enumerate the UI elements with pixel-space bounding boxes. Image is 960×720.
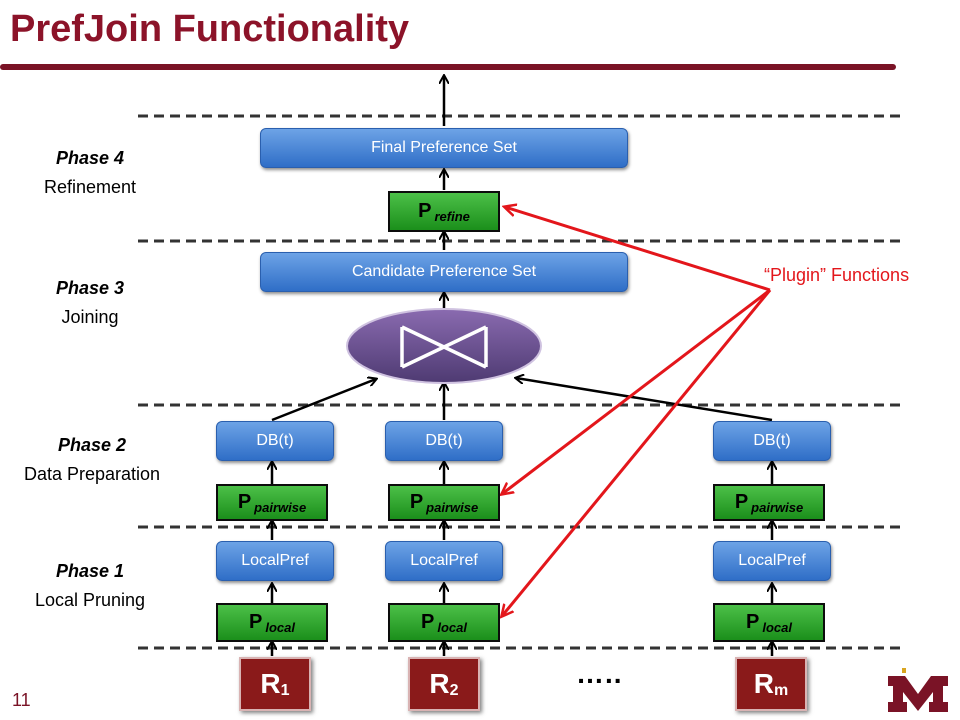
relation-sub: 1 [280,682,290,699]
phase-3-label: Phase 3 Joining [20,274,160,332]
phase-1-label: Phase 1 Local Pruning [10,557,170,615]
relation-main: R [753,668,774,699]
phase-3-desc: Joining [61,307,119,327]
plugin-arrow-local [502,289,772,616]
p-local-main: P [249,611,263,633]
bowtie-join-icon [400,325,488,369]
p-pairwise-main: P [409,491,424,513]
localpref-box-m: LocalPref [713,541,831,581]
title-underline [0,64,896,70]
p-refine-main: P [418,200,432,222]
plugin-arrow-pairwise [502,288,771,494]
relation-sub: 2 [449,682,459,699]
phase-4-name: Phase 4 [55,148,125,168]
p-refine-sub: refine [434,209,470,224]
localpref-box-2: LocalPref [385,541,503,581]
phase-2-label: Phase 2 Data Preparation [0,431,184,489]
slide-title: PrefJoin Functionality [10,8,410,50]
phase-1-desc: Local Pruning [34,590,146,610]
phase-3-name: Phase 3 [55,278,125,298]
flow-arrows [272,76,772,656]
join-operator [346,308,542,384]
slide-number: 11 [12,690,31,710]
phase-2-name: Phase 2 [57,435,127,455]
plugin-arrows [502,207,772,616]
p-pairwise-sub: pairwise [751,500,804,515]
final-preference-set: Final Preference Set [260,128,628,168]
relation-sub: m [774,682,789,699]
candidate-preference-set: Candidate Preference Set [260,252,628,292]
p-local-sub: local [762,620,792,635]
p-local-main: P [746,611,760,633]
p-pairwise-main: P [734,491,749,513]
dbt-box-m: DB(t) [713,421,831,461]
phase-1-name: Phase 1 [55,561,125,581]
relation-main: R [260,668,281,699]
p-pairwise-sub: pairwise [426,500,479,515]
phase-4-desc: Refinement [43,177,137,197]
p-pairwise-main: P [237,491,252,513]
localpref-box-1: LocalPref [216,541,334,581]
ellipsis: ….. [576,658,623,689]
dbt-box-2: DB(t) [385,421,503,461]
plugin-arrow-refine [505,207,771,292]
dbt-box-1: DB(t) [216,421,334,461]
plugin-functions-label: “Plugin” Functions [764,265,910,285]
phase-4-label: Phase 4 Refinement [20,144,160,202]
p-pairwise-sub: pairwise [254,500,307,515]
university-logo [888,668,948,712]
relation-main: R [429,668,450,699]
p-local-sub: local [265,620,295,635]
p-local-main: P [421,611,435,633]
phase-2-desc: Data Preparation [23,464,161,484]
p-local-sub: local [437,620,467,635]
arrow-dbm-join [516,378,773,422]
arrow-db1-join [271,379,376,422]
